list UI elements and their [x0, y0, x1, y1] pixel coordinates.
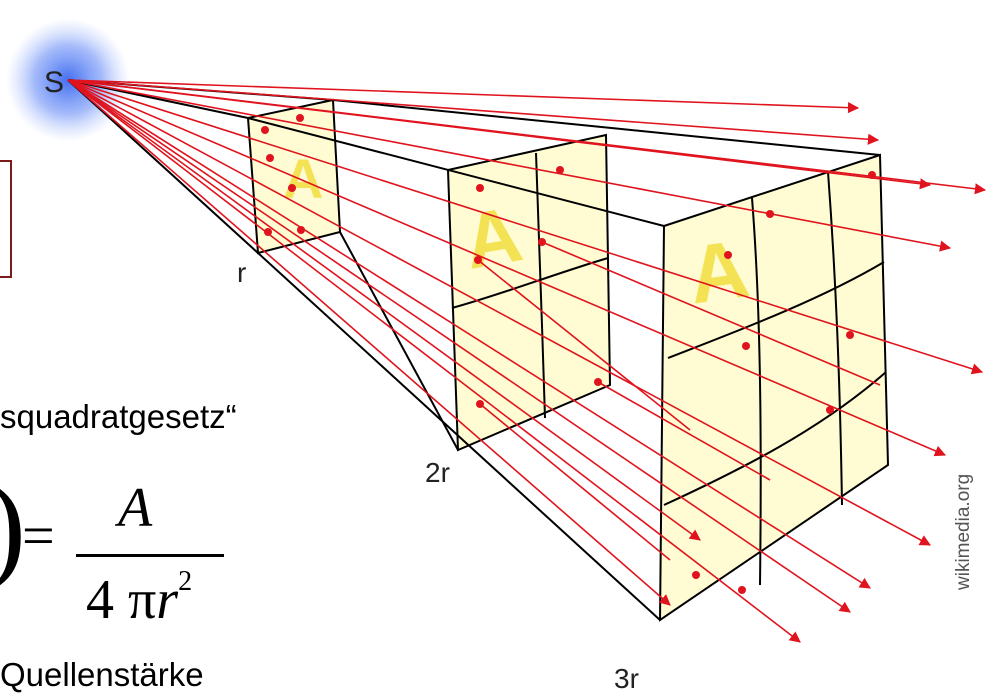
- source-label: S: [44, 66, 64, 99]
- denominator-exponent: 2: [178, 566, 193, 597]
- framed-box: [0, 160, 12, 278]
- ray-hit-dot: [288, 184, 296, 192]
- ray-hit-dot: [476, 184, 484, 192]
- panel-3r: [658, 153, 890, 622]
- ray-hit-dot: [266, 154, 274, 162]
- ray-segment: [479, 403, 671, 561]
- ray-hit-dot: [738, 586, 746, 594]
- area-label-3r: A: [683, 223, 754, 321]
- ray-segment: [597, 381, 771, 481]
- ray-line: [67, 79, 880, 145]
- area-label-r: A: [283, 147, 323, 210]
- formula-equals: =: [22, 503, 55, 568]
- ray-line: [67, 79, 984, 375]
- ray-hit-dot: [297, 226, 305, 234]
- ray-line: [67, 79, 931, 546]
- denominator-coef: 4: [86, 569, 114, 631]
- ray-line: [67, 79, 801, 643]
- distance-label-3r: 3r: [614, 663, 639, 694]
- ray-hit-dot: [742, 342, 750, 350]
- ray-line: [67, 79, 947, 457]
- law-title-fragment: squadratgesetz“: [0, 398, 237, 435]
- ray-hit-dot: [296, 114, 304, 122]
- ray-line: [67, 79, 871, 589]
- ray-segment: [541, 241, 881, 386]
- inverse-square-formula: ) = A 4 πr2: [0, 466, 240, 644]
- quellenstaerke-fragment: Quellenstärke: [0, 656, 204, 693]
- ray-line: [67, 79, 932, 190]
- denominator-r: r: [156, 569, 179, 631]
- ray-hit-dot: [868, 171, 876, 179]
- ray-hit-dot: [264, 228, 272, 236]
- ray-line: [67, 79, 952, 252]
- ray-hit-dot: [846, 331, 854, 339]
- ray-hit-dot: [724, 251, 732, 259]
- ray-hit-dot: [826, 406, 834, 414]
- fraction-bar: [76, 554, 224, 557]
- ray-hit-dot: [766, 210, 774, 218]
- formula-paren: ): [0, 466, 26, 586]
- ray-line: [67, 79, 671, 606]
- distance-label-2r: 2r: [425, 457, 450, 488]
- formula-numerator: A: [118, 477, 153, 539]
- ray-line: [67, 79, 851, 613]
- denominator-pi: π: [128, 569, 157, 631]
- credit-label: wikimedia.org: [953, 473, 974, 590]
- distance-label-r: r: [237, 257, 246, 288]
- panel-group: [246, 98, 890, 622]
- panel-2r: [446, 133, 612, 452]
- ray-segment: [477, 259, 691, 431]
- ray-hit-dot: [556, 166, 564, 174]
- ray-line: [67, 79, 860, 114]
- ray-hit-dot: [261, 126, 269, 134]
- rays: [67, 79, 987, 643]
- ray-hit-dot: [692, 571, 700, 579]
- formula-denominator: 4 πr2: [86, 566, 192, 632]
- ray-line: [67, 79, 701, 541]
